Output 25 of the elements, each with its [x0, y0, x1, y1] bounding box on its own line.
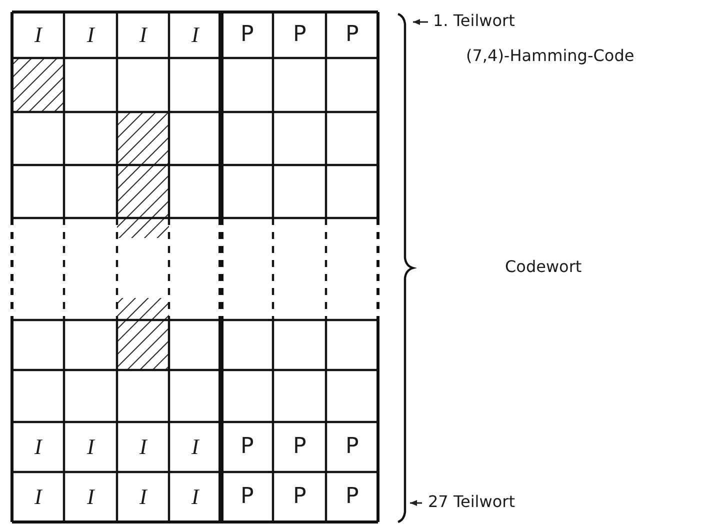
information-bit: I: [140, 436, 147, 458]
information-bit: I: [140, 24, 147, 46]
parity-bit: P: [293, 24, 306, 46]
codeword-label: Codewort: [505, 259, 582, 275]
information-bit: I: [87, 436, 94, 458]
parity-bit: P: [293, 486, 306, 508]
information-bit: I: [34, 436, 42, 458]
parity-bit: P: [346, 436, 359, 458]
parity-bit: P: [240, 486, 254, 508]
parity-bit: P: [240, 24, 254, 46]
first-subword-label: 1. Teilwort: [433, 13, 515, 29]
parity-bit: P: [293, 436, 306, 458]
parity-bit: P: [346, 486, 359, 508]
parity-bit: P: [240, 436, 254, 458]
information-bit: I: [87, 24, 94, 46]
information-bit: I: [34, 486, 42, 508]
last-subword-label: 27 Teilwort: [428, 494, 515, 510]
information-bit: I: [192, 24, 199, 46]
information-bit: I: [192, 486, 199, 508]
information-bit: I: [34, 24, 42, 46]
information-bit: I: [87, 486, 94, 508]
parity-bit: P: [346, 24, 359, 46]
code-name-label: (7,4)-Hamming-Code: [466, 48, 634, 64]
information-bit: I: [192, 436, 199, 458]
information-bit: I: [140, 486, 147, 508]
